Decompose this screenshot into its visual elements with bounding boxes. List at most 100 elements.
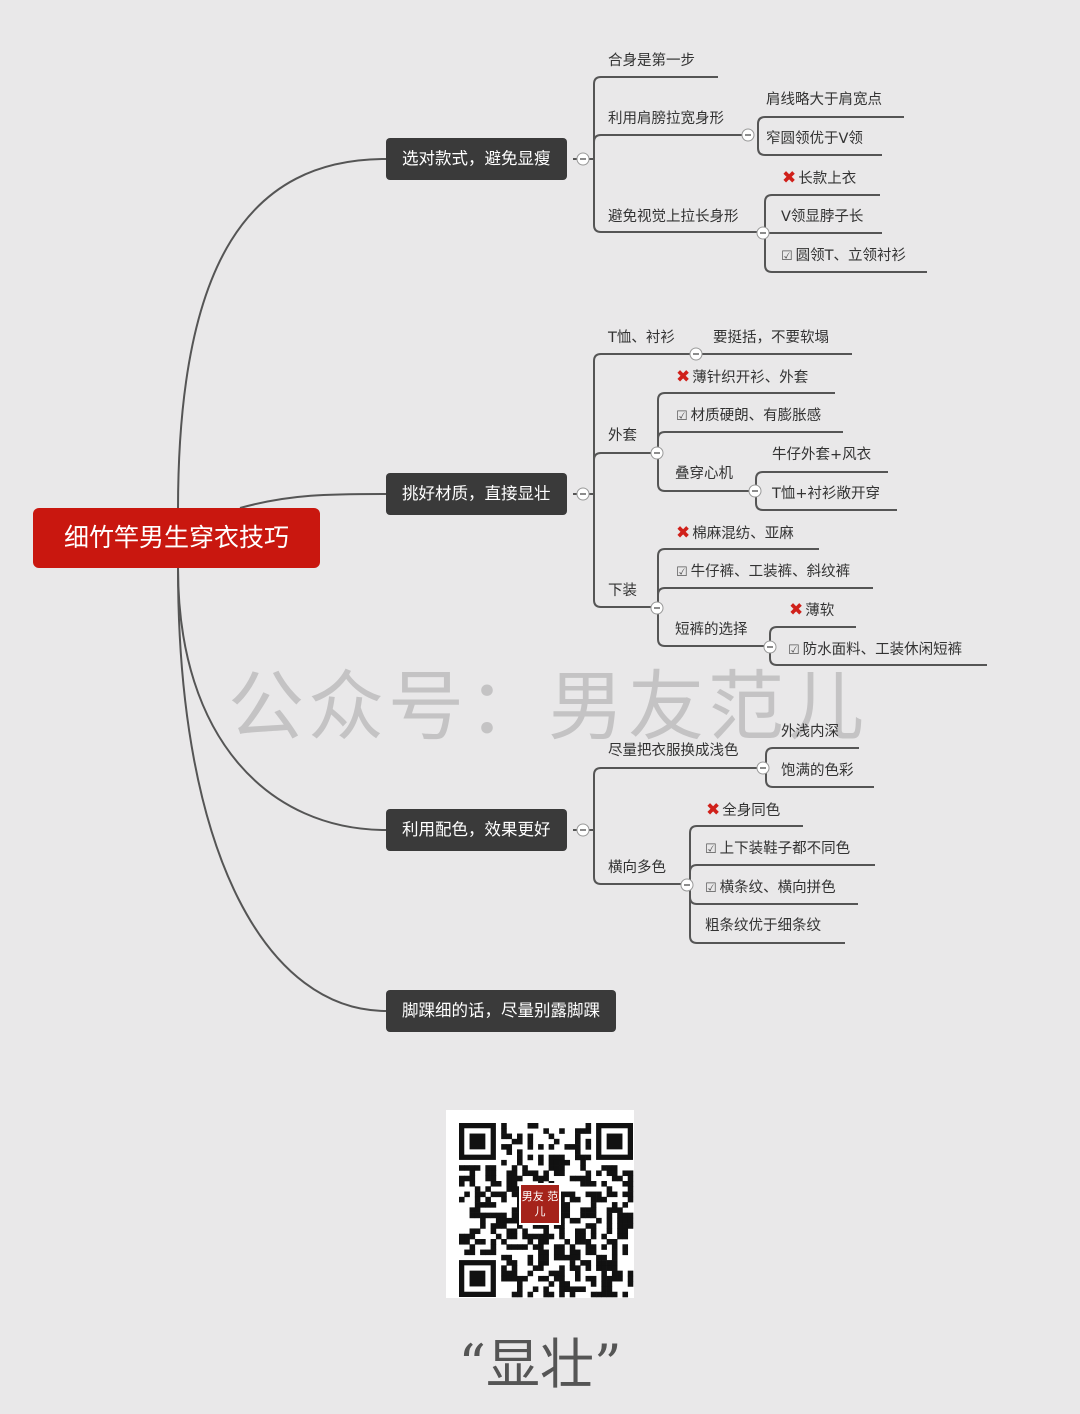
branch-node-color[interactable]: 利用配色，效果更好 xyxy=(386,809,567,851)
connector-line xyxy=(657,587,873,608)
qr-module xyxy=(559,1128,565,1134)
node[interactable]: 横向多色 xyxy=(608,860,666,876)
collapse-toggle-icon[interactable] xyxy=(576,152,590,166)
leaf-node[interactable]: V领显脖子长 xyxy=(781,209,864,225)
qr-module xyxy=(622,1202,629,1208)
qr-module xyxy=(506,1275,513,1282)
qr-module xyxy=(522,1233,528,1240)
leaf-node[interactable]: ☑材质硬朗、有膨胀感 xyxy=(676,406,821,427)
collapse-toggle-icon[interactable] xyxy=(763,640,777,654)
qr-module xyxy=(485,1212,491,1219)
qr-module xyxy=(601,1275,607,1282)
qr-module xyxy=(559,1202,565,1208)
qr-module xyxy=(585,1191,592,1198)
qr-module xyxy=(617,1223,623,1229)
collapse-toggle-icon[interactable] xyxy=(741,128,755,142)
qr-module xyxy=(506,1133,513,1140)
qr-module xyxy=(506,1149,513,1155)
leaf-node[interactable]: ☑横条纹、横向拼色 xyxy=(705,878,836,899)
qr-module xyxy=(506,1233,513,1240)
qr-module xyxy=(464,1239,470,1245)
leaf-node[interactable]: ✖长款上衣 xyxy=(782,168,856,189)
qr-module xyxy=(559,1223,565,1229)
node[interactable]: 合身是第一步 xyxy=(608,53,695,69)
qr-module xyxy=(459,1165,465,1171)
branch-node-ankle[interactable]: 脚踝细的话，尽量别露脚踝 xyxy=(386,990,616,1032)
leaf-node[interactable]: ☑圆领T、立领衬衫 xyxy=(781,246,906,267)
collapse-toggle-icon[interactable] xyxy=(576,823,590,837)
qr-module xyxy=(517,1133,523,1140)
qr-module xyxy=(580,1239,586,1245)
collapse-toggle-icon[interactable] xyxy=(689,347,703,361)
branch-node-style[interactable]: 选对款式，避免显瘦 xyxy=(386,138,567,180)
leaf-node[interactable]: 要挺括，不要软塌 xyxy=(713,330,829,346)
leaf-node[interactable]: T恤+衬衫敞开穿 xyxy=(772,486,881,502)
leaf-node[interactable]: 饱满的色彩 xyxy=(781,763,854,779)
leaf-node[interactable]: 窄圆领优于V领 xyxy=(766,131,863,147)
qr-module xyxy=(585,1212,592,1219)
qr-module xyxy=(474,1207,481,1213)
collapse-toggle-icon[interactable] xyxy=(748,484,762,498)
leaf-node[interactable]: ✖薄针织开衫、外套 xyxy=(676,367,808,388)
leaf-node[interactable]: 肩线略大于肩宽点 xyxy=(766,92,882,108)
qr-module xyxy=(627,1212,634,1219)
node[interactable]: 短裤的选择 xyxy=(675,622,748,638)
collapse-toggle-icon[interactable] xyxy=(576,487,590,501)
leaf-node[interactable]: 粗条纹优于细条纹 xyxy=(705,918,821,934)
leaf-node[interactable]: 牛仔外套+风衣 xyxy=(772,447,872,463)
leaf-node[interactable]: ☑防水面料、工装休闲短裤 xyxy=(788,640,962,661)
qr-module xyxy=(601,1181,607,1187)
collapse-toggle-icon[interactable] xyxy=(756,761,770,775)
node[interactable]: 避免视觉上拉长身形 xyxy=(608,209,739,225)
qr-module xyxy=(469,1207,476,1213)
qr-module xyxy=(585,1249,592,1256)
qr-module xyxy=(564,1212,571,1219)
node[interactable]: 下装 xyxy=(608,583,637,599)
qr-module xyxy=(569,1291,576,1298)
leaf-node[interactable]: ✖棉麻混纺、亚麻 xyxy=(676,523,794,544)
leaf-node[interactable]: ☑上下装鞋子都不同色 xyxy=(705,839,850,860)
qr-module xyxy=(606,1275,613,1282)
cross-icon: ✖ xyxy=(782,168,797,188)
node[interactable]: 叠穿心机 xyxy=(675,466,733,482)
qr-module xyxy=(506,1144,513,1150)
qr-module xyxy=(490,1202,497,1208)
collapse-toggle-icon[interactable] xyxy=(650,446,664,460)
collapse-toggle-icon[interactable] xyxy=(650,601,664,615)
branch-node-material[interactable]: 挑好材质，直接显壮 xyxy=(386,473,567,515)
qr-module xyxy=(538,1233,544,1240)
leaf-node[interactable]: ✖全身同色 xyxy=(706,800,780,821)
qr-module xyxy=(564,1207,571,1213)
qr-module xyxy=(580,1175,586,1182)
collapse-toggle-icon[interactable] xyxy=(680,878,694,892)
checkbox-icon: ☑ xyxy=(781,249,793,264)
node[interactable]: 外套 xyxy=(608,428,637,444)
qr-module xyxy=(553,1170,560,1177)
qr-module xyxy=(532,1223,539,1229)
connector-line xyxy=(593,76,718,159)
root-node[interactable]: 细竹竿男生穿衣技巧 xyxy=(33,508,320,568)
node[interactable]: 利用肩膀拉宽身形 xyxy=(608,111,724,127)
qr-module xyxy=(543,1275,549,1282)
qr-module xyxy=(543,1170,549,1177)
qr-module xyxy=(538,1244,544,1250)
qr-module xyxy=(495,1217,502,1224)
qr-module xyxy=(601,1265,607,1271)
leaf-node[interactable]: ✖薄软 xyxy=(789,600,834,621)
qr-module xyxy=(590,1291,597,1298)
qr-module xyxy=(527,1138,534,1145)
qr-module xyxy=(511,1138,518,1145)
collapse-toggle-icon[interactable] xyxy=(756,226,770,240)
qr-module xyxy=(511,1165,518,1171)
qr-module xyxy=(585,1260,592,1266)
qr-module xyxy=(585,1275,592,1282)
leaf-node[interactable]: 外浅内深 xyxy=(781,724,839,740)
qr-module xyxy=(527,1254,534,1261)
qr-module xyxy=(627,1217,634,1224)
leaf-node[interactable]: ☑牛仔裤、工装裤、斜纹裤 xyxy=(676,562,850,583)
qr-module xyxy=(590,1207,597,1213)
qr-module xyxy=(585,1123,592,1129)
qr-module xyxy=(553,1159,560,1166)
node[interactable]: T恤、衬衫 xyxy=(608,330,675,346)
node[interactable]: 尽量把衣服换成浅色 xyxy=(608,743,739,759)
